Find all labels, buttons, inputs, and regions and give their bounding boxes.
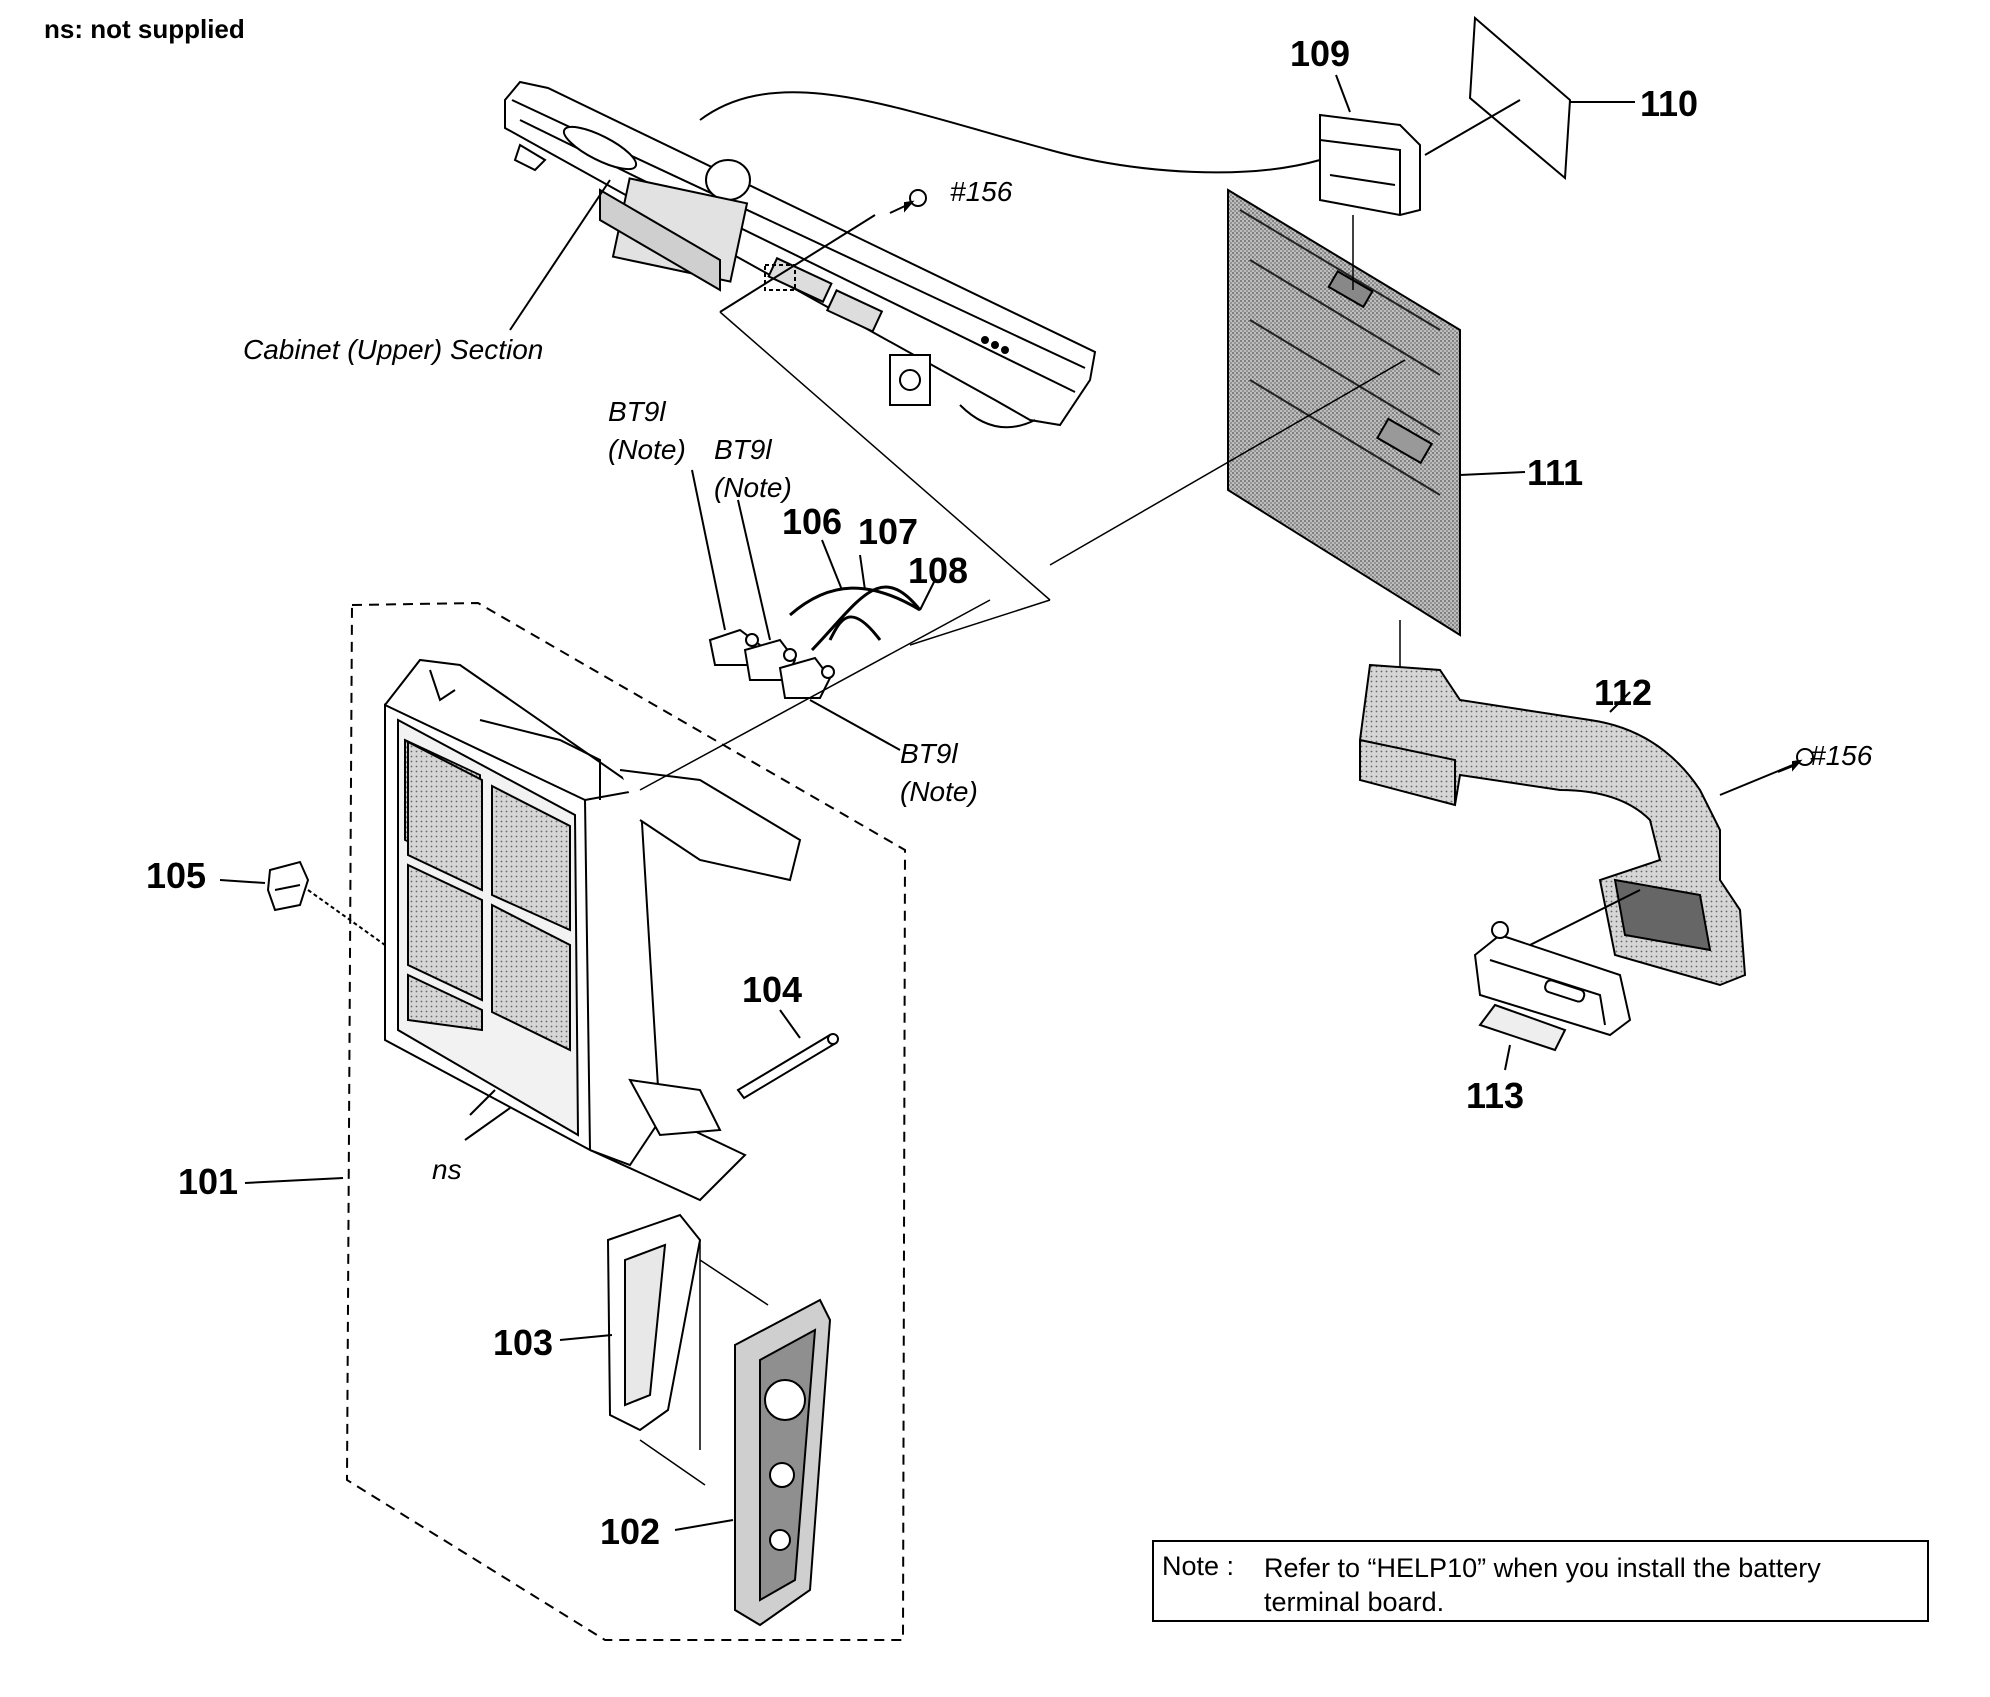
part-111-board — [1049, 188, 1526, 740]
note-heading: Note : — [1162, 1551, 1235, 1581]
part-109-label: 109 — [1290, 33, 1351, 74]
part-113-bracket — [1473, 921, 1632, 1071]
part-105-clip — [219, 860, 386, 946]
part-103-label: 103 — [493, 1322, 554, 1363]
screw-156-top-label: #156 — [950, 176, 1013, 207]
bt9-left-label: BT9l — [608, 396, 666, 427]
note-box: Note : Refer to “HELP10” when you instal… — [1152, 1540, 1929, 1622]
bt9-left-note: (Note) — [608, 434, 686, 465]
part-112-flex — [1359, 663, 1801, 987]
part-113-label: 113 — [1466, 1075, 1525, 1116]
cable-line — [699, 91, 1321, 174]
battery-holder-frame — [384, 658, 802, 1202]
bt9-mid-label: BT9l — [714, 434, 772, 465]
ns-legend: ns: not supplied — [44, 14, 245, 44]
cabinet-upper-section — [504, 80, 1097, 429]
bt9-bottom-note: (Note) — [900, 776, 978, 807]
part-110-label: 110 — [1640, 83, 1699, 124]
part-104-pin — [736, 1009, 839, 1100]
bt9-mid-note: (Note) — [714, 472, 792, 503]
screw-top — [889, 189, 927, 214]
screw-156-right-label: #156 — [1810, 740, 1873, 771]
battery-terminals — [691, 469, 936, 751]
part-111-label: 111 — [1527, 452, 1584, 493]
part-103-latch — [559, 1213, 702, 1450]
part-110-sheet — [1424, 15, 1635, 181]
part-101-label: 101 — [178, 1161, 239, 1202]
bt9-bottom-label: BT9l — [900, 738, 958, 769]
part-107-label: 107 — [858, 511, 919, 552]
note-text: Refer to “HELP10” when you install the b… — [1264, 1553, 1821, 1617]
part-106-label: 106 — [782, 501, 843, 542]
part-108-label: 108 — [908, 550, 969, 591]
cabinet-upper-label: Cabinet (Upper) Section — [243, 334, 544, 365]
part-104-label: 104 — [742, 969, 803, 1010]
assembly-101-outline — [345, 601, 907, 1641]
part-112-label: 112 — [1594, 672, 1653, 713]
screw-right — [1777, 748, 1814, 773]
part-105-label: 105 — [146, 855, 207, 896]
part-109-connector — [1319, 74, 1421, 217]
part-102-label: 102 — [600, 1511, 661, 1552]
ns-label: ns — [432, 1154, 462, 1185]
part-102-battery-cover — [639, 1259, 832, 1627]
